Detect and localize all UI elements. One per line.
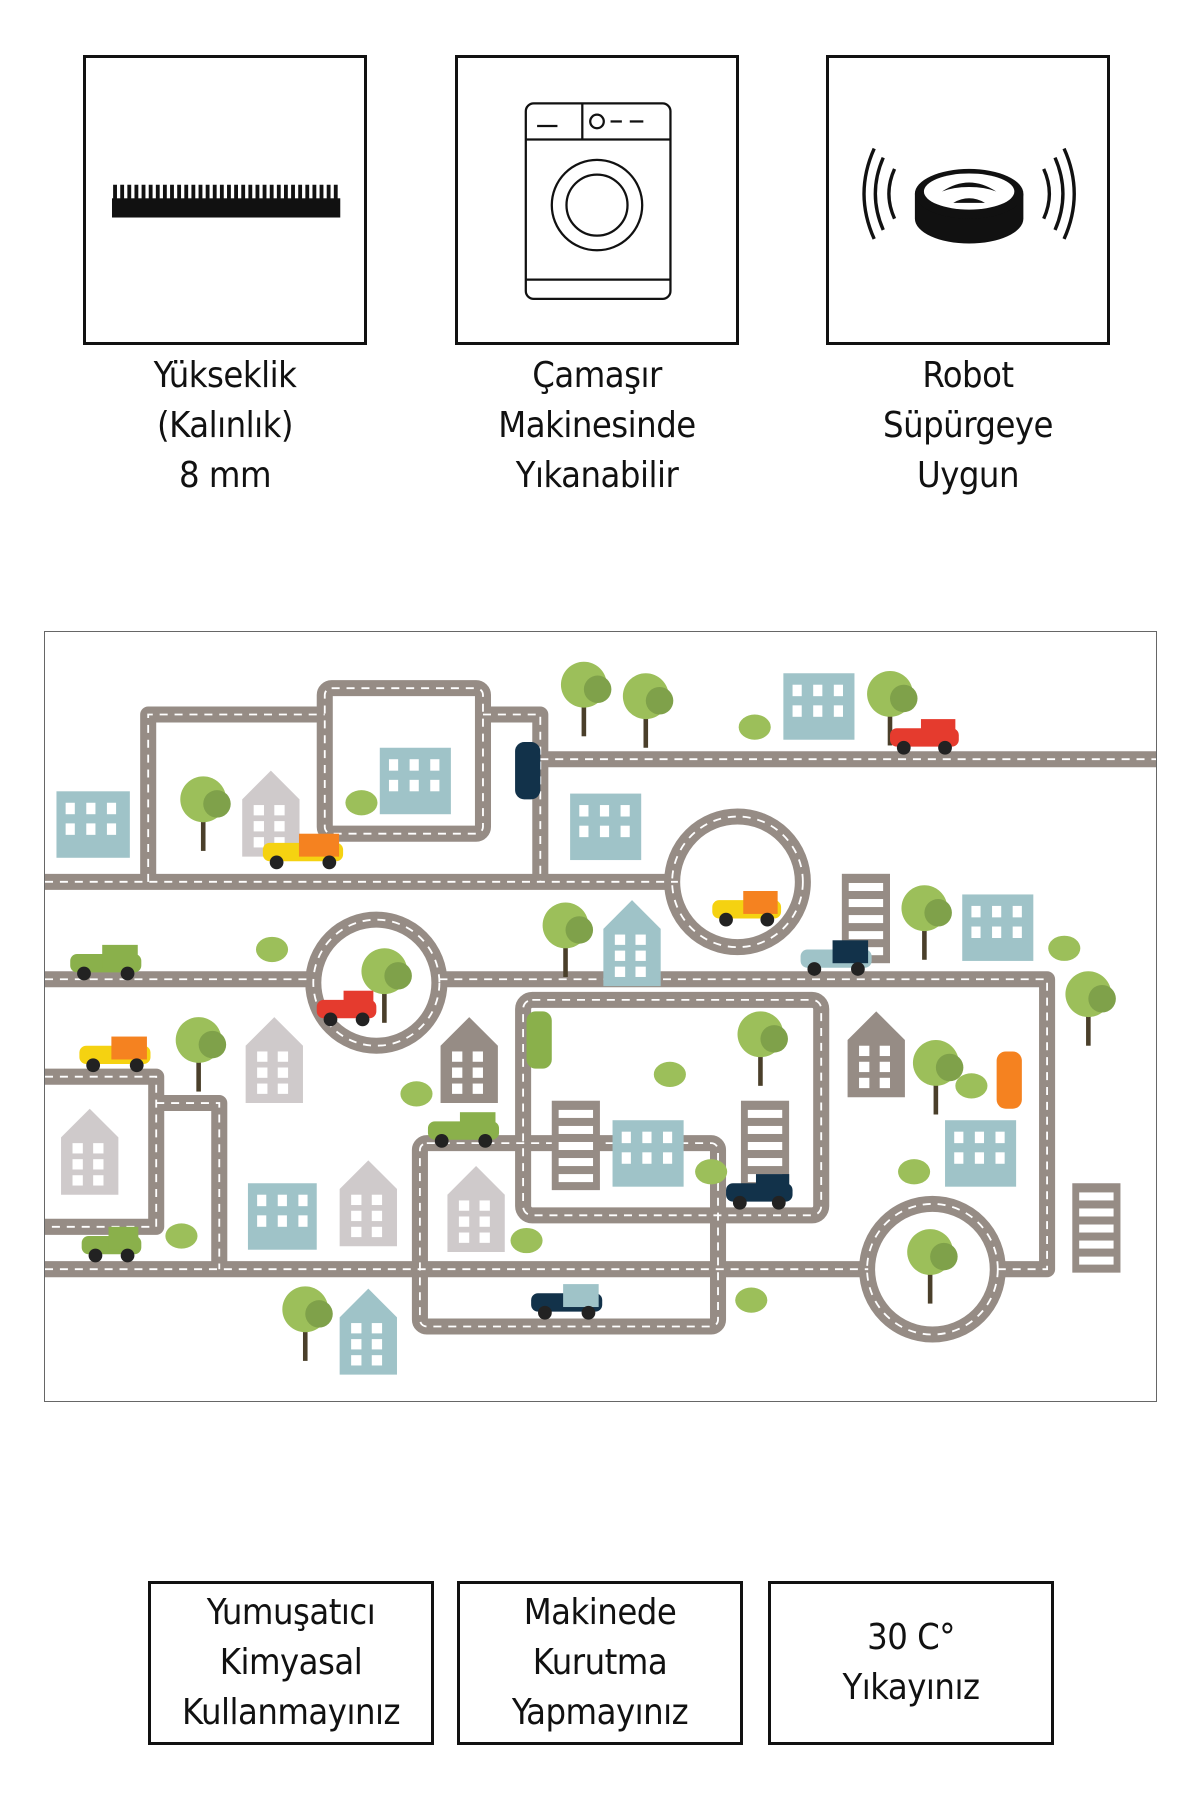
robot-vacuum-box — [826, 55, 1110, 345]
car — [515, 742, 541, 800]
bush — [955, 1073, 988, 1099]
house — [847, 1011, 905, 1098]
building — [612, 1120, 684, 1187]
building — [247, 1183, 317, 1250]
care-line: Yapmayınız — [511, 1692, 689, 1733]
care-line: Yumuşatıcı — [206, 1592, 376, 1633]
house — [242, 770, 300, 857]
car — [81, 1226, 142, 1263]
label-line: Uygun — [916, 455, 1020, 496]
tree — [560, 661, 612, 737]
washing-machine-icon — [524, 102, 672, 301]
city-road-map — [45, 661, 1156, 1375]
car — [996, 1051, 1022, 1109]
bush — [695, 1159, 728, 1185]
car — [79, 1036, 151, 1073]
bush — [738, 714, 771, 740]
house — [339, 1160, 397, 1247]
feature-label-height: Yükseklik (Kalınlık) 8 mm — [60, 351, 390, 501]
car — [712, 891, 782, 927]
label-line: Süpürgeye — [883, 405, 1053, 446]
care-box-no-tumble-dry: Makinede Kurutma Yapmayınız — [457, 1581, 743, 1745]
car — [70, 944, 142, 981]
car — [890, 719, 959, 755]
house — [447, 1166, 505, 1253]
rug-city-map-image — [44, 631, 1157, 1402]
car — [531, 1284, 603, 1320]
label-line: Yıkanabilir — [515, 455, 679, 496]
house — [245, 1017, 303, 1104]
label-line: Makinesinde — [498, 405, 696, 446]
label-line: Çamaşır — [532, 355, 662, 396]
care-line: Makinede — [523, 1592, 677, 1633]
buildings — [56, 673, 1121, 1375]
tree — [901, 885, 952, 960]
care-line: Kurutma — [532, 1642, 668, 1683]
tree — [912, 1039, 964, 1115]
pile-height-icon — [111, 184, 341, 218]
pile-height-box — [83, 55, 367, 345]
washing-machine-box — [455, 55, 739, 345]
bush — [165, 1223, 198, 1249]
car — [800, 940, 872, 976]
tree — [907, 1229, 958, 1304]
label-line: (Kalınlık) — [156, 405, 294, 446]
care-box-no-softener: Yumuşatıcı Kimyasal Kullanmayınız — [148, 1581, 434, 1745]
feature-label-washable: Çamaşır Makinesinde Yıkanabilir — [432, 351, 762, 501]
road-dashes — [45, 687, 1156, 1336]
car — [316, 990, 377, 1027]
bush — [653, 1061, 686, 1087]
car — [726, 1174, 793, 1210]
trees — [165, 661, 1116, 1361]
tower — [1072, 1183, 1121, 1273]
bush — [735, 1287, 768, 1313]
tree — [1065, 971, 1116, 1046]
house — [339, 1288, 397, 1375]
tree — [282, 1286, 333, 1361]
building — [962, 894, 1034, 961]
tree — [542, 902, 594, 977]
car — [427, 1112, 500, 1148]
label-line: 8 mm — [179, 455, 272, 496]
house — [61, 1108, 119, 1195]
building — [783, 673, 855, 740]
label-line: Robot — [922, 355, 1014, 396]
bush — [898, 1159, 931, 1185]
vehicles — [70, 719, 1022, 1320]
bush — [400, 1081, 433, 1107]
care-line: Kullanmayınız — [182, 1692, 400, 1733]
car — [262, 833, 344, 870]
tree — [867, 670, 918, 746]
tree — [361, 948, 412, 1023]
tree — [175, 1017, 227, 1092]
house — [440, 1017, 498, 1104]
building — [570, 793, 642, 861]
bush — [345, 790, 378, 816]
building — [56, 791, 130, 858]
bush — [255, 936, 289, 963]
care-line: Yıkayınız — [842, 1667, 980, 1708]
tree — [622, 673, 674, 748]
car — [526, 1011, 552, 1069]
care-line: Kimyasal — [219, 1642, 363, 1683]
tree — [737, 1011, 788, 1086]
building — [945, 1120, 1017, 1187]
tree — [180, 776, 231, 851]
building — [379, 747, 451, 815]
care-box-wash-30c: 30 C° Yıkayınız — [768, 1581, 1054, 1745]
bush — [510, 1227, 543, 1254]
robot-vacuum-icon — [862, 147, 1076, 244]
tower — [551, 1100, 600, 1191]
care-line: 30 C° — [867, 1617, 955, 1658]
house — [603, 900, 661, 987]
bush — [1048, 935, 1081, 961]
label-line: Yükseklik — [153, 355, 297, 396]
feature-label-robot: Robot Süpürgeye Uygun — [803, 351, 1133, 501]
